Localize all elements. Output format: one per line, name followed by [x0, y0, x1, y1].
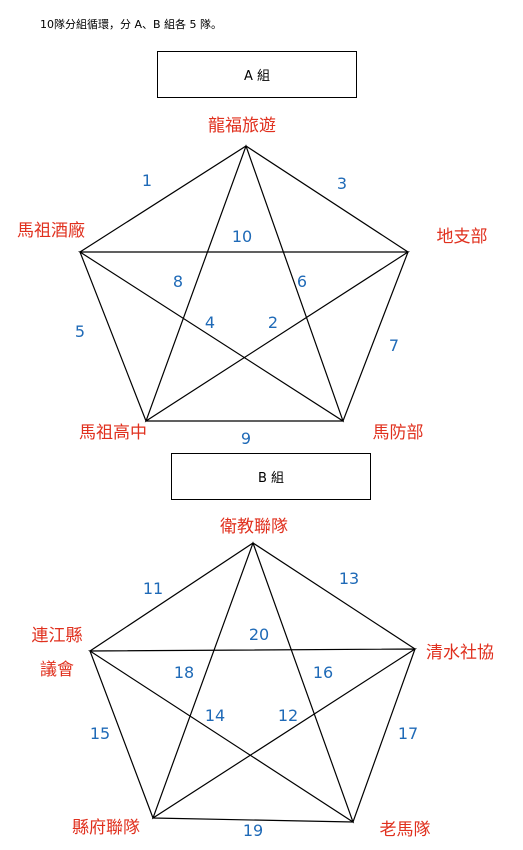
group-b-title-box: B 組 — [171, 453, 371, 500]
group-a-match-number: 7 — [389, 336, 399, 355]
group-a-match-number: 3 — [337, 174, 347, 193]
group-a-match-number: 6 — [297, 272, 307, 291]
group-a-team-bottom-right: 馬防部 — [373, 423, 424, 443]
group-b-team-top: 衛教聯隊 — [220, 517, 288, 537]
group-b-title: B 組 — [257, 471, 285, 486]
group-a-team-top: 龍福旅遊 — [208, 116, 276, 136]
group-b-match-number: 15 — [90, 724, 110, 743]
group-a-match-number: 9 — [241, 429, 251, 448]
group-b-team-right: 清水社協 — [426, 643, 494, 663]
group-a-match-number: 4 — [205, 313, 215, 332]
group-a-pentagon — [79, 145, 409, 422]
group-b-graph — [87, 541, 418, 824]
group-b-match-number: 14 — [205, 706, 225, 725]
group-a-match-number: 1 — [142, 171, 152, 190]
group-a-team-bottom-left: 馬祖高中 — [79, 423, 147, 443]
group-b-team-bottom-left: 縣府聯隊 — [72, 818, 140, 838]
group-a-match-number: 2 — [268, 313, 278, 332]
group-b-match-number: 12 — [278, 706, 298, 725]
group-b-pentagon — [89, 542, 416, 823]
group-a-title-box: A 組 — [157, 51, 357, 98]
group-a-team-right: 地支部 — [437, 227, 488, 247]
group-b-match-number: 17 — [398, 724, 418, 743]
group-b-team-left-line1: 連江縣 — [32, 626, 83, 646]
group-a-match-number: 8 — [173, 272, 183, 291]
group-b-match-number: 18 — [174, 663, 194, 682]
group-b-team-bottom-right: 老馬隊 — [380, 820, 431, 840]
intro-text: 10隊分組循環，分 A、B 組各 5 隊。 — [40, 18, 223, 31]
group-a-match-number: 10 — [232, 227, 252, 246]
group-b-team-left-line2: 議會 — [40, 660, 74, 680]
group-b-star — [87, 541, 418, 824]
group-b-match-number: 13 — [339, 569, 359, 588]
group-a-graph — [77, 144, 411, 423]
group-a-star — [77, 144, 411, 423]
group-b-match-number: 11 — [143, 579, 163, 598]
group-a-team-left: 馬祖酒廠 — [17, 220, 85, 241]
group-a-match-number: 5 — [75, 322, 85, 341]
group-b-match-number: 16 — [313, 663, 333, 682]
group-b-match-number: 20 — [249, 625, 269, 644]
group-a-title: A 組 — [243, 69, 271, 84]
group-b-match-number: 19 — [243, 821, 263, 840]
